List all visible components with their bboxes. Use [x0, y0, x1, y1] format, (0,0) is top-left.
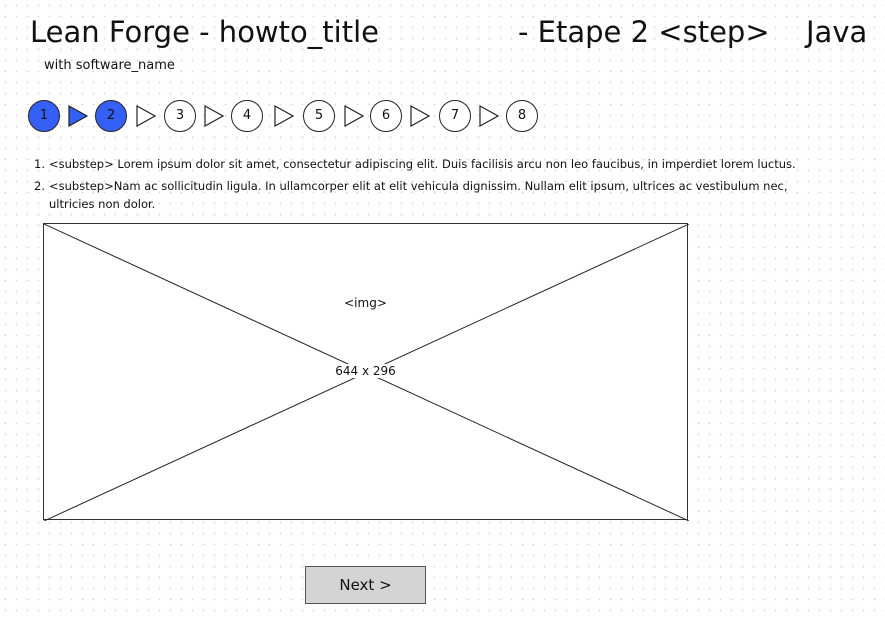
step-arrow-icon: [344, 104, 365, 128]
language-label: Java: [806, 15, 868, 49]
step-1[interactable]: 1: [28, 100, 60, 132]
software-subtitle: with software_name: [44, 58, 175, 73]
image-dimensions: 644 x 296: [44, 364, 687, 378]
next-button[interactable]: Next >: [305, 566, 426, 604]
step-2[interactable]: 2: [95, 100, 127, 132]
step-label: - Etape 2 <step>: [518, 15, 770, 49]
list-item-number: 2.: [34, 179, 45, 193]
list-item-text: <substep> Lorem ipsum dolor sit amet, co…: [49, 157, 796, 171]
step-arrow-icon: [68, 104, 89, 128]
image-dimensions-text: 644 x 296: [334, 364, 397, 378]
list-item-number: 1.: [34, 157, 45, 171]
step-4[interactable]: 4: [231, 100, 263, 132]
list-item-text: <substep>Nam ac sollicitudin ligula. In …: [49, 179, 788, 211]
step-arrow-icon: [274, 104, 295, 128]
substep-list: 1. <substep> Lorem ipsum dolor sit amet,…: [32, 155, 832, 217]
step-progress: 1 2 3 4 5 6 7 8: [28, 100, 548, 134]
step-arrow-icon: [204, 104, 225, 128]
step-arrow-icon: [136, 104, 157, 128]
step-5[interactable]: 5: [303, 100, 335, 132]
image-label: <img>: [344, 296, 387, 310]
list-item: 2. <substep>Nam ac sollicitudin ligula. …: [32, 177, 832, 213]
page-title: Lean Forge - howto_title: [30, 15, 379, 49]
step-3[interactable]: 3: [164, 100, 196, 132]
step-arrow-icon: [410, 104, 431, 128]
step-7[interactable]: 7: [439, 100, 471, 132]
step-arrow-icon: [479, 104, 500, 128]
step-6[interactable]: 6: [370, 100, 402, 132]
image-placeholder: <img> 644 x 296: [43, 223, 689, 521]
list-item: 1. <substep> Lorem ipsum dolor sit amet,…: [32, 155, 832, 173]
step-8[interactable]: 8: [506, 100, 538, 132]
